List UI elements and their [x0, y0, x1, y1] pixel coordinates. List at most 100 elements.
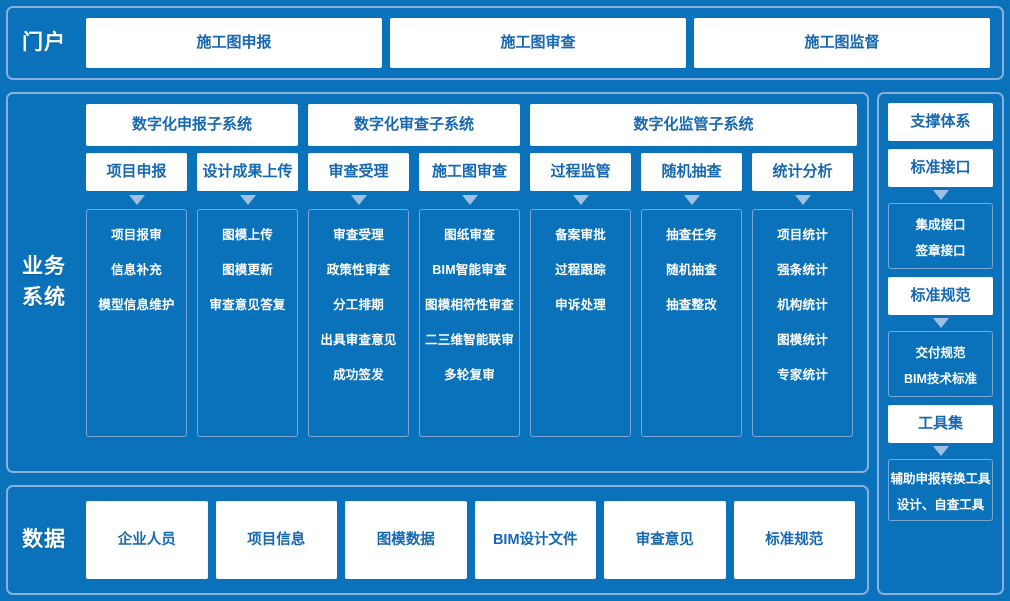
- support-head-standard-interface[interactable]: 标准接口: [888, 149, 993, 187]
- detail-item: 专家统计: [777, 368, 828, 382]
- support-head-standard-specification[interactable]: 标准规范: [888, 277, 993, 315]
- detail-item: 设计、自查工具: [896, 497, 985, 512]
- down-arrow-icon: [752, 191, 853, 209]
- data-card-standards[interactable]: 标准规范: [733, 501, 855, 579]
- detail-item: 出具审查意见: [320, 333, 397, 347]
- column-group-declaration: 项目申报 项目报审 信息补充 模型信息维护 设计成果上传 图模上传: [86, 153, 298, 437]
- detail-item: 辅助申报转换工具: [890, 471, 991, 486]
- subsystem-header-row: 数字化申报子系统 数字化审查子系统 数字化监管子系统: [86, 104, 857, 146]
- support-detail-toolset: 辅助申报转换工具 设计、自查工具: [888, 459, 993, 521]
- detail-item: 审查意见答复: [209, 298, 286, 312]
- spacer: [888, 397, 993, 405]
- detail-item: 分工排期: [333, 298, 384, 312]
- detail-box-statistical-analysis: 项目统计 强条统计 机构统计 图模统计 专家统计: [752, 209, 853, 437]
- column-head-review-acceptance[interactable]: 审查受理: [308, 153, 409, 191]
- column-random-inspection: 随机抽查 抽查任务 随机抽查 抽查整改: [641, 153, 742, 437]
- column-drawing-review: 施工图审查 图纸审查 BIM智能审查 图模相符性审查 二三维智能联审 多轮复审: [419, 153, 520, 437]
- column-head-process-supervision[interactable]: 过程监管: [530, 153, 631, 191]
- subsystem-digital-declaration[interactable]: 数字化申报子系统: [86, 104, 298, 146]
- column-head-project-declaration[interactable]: 项目申报: [86, 153, 187, 191]
- detail-box-project-declaration: 项目报审 信息补充 模型信息维护: [86, 209, 187, 437]
- detail-item: 政策性审查: [326, 263, 391, 277]
- portal-card-list: 施工图申报 施工图审查 施工图监督: [86, 18, 990, 68]
- detail-item: 机构统计: [777, 298, 828, 312]
- data-row-label: 数据: [8, 487, 80, 593]
- detail-item: 强条统计: [777, 263, 828, 277]
- data-card-review-comments[interactable]: 审查意见: [604, 501, 726, 579]
- detail-item: 图模更新: [222, 263, 273, 277]
- down-arrow-icon: [641, 191, 742, 209]
- detail-box-process-supervision: 备案审批 过程跟踪 申诉处理: [530, 209, 631, 437]
- down-arrow-icon: [419, 191, 520, 209]
- detail-item: 项目报审: [111, 228, 162, 242]
- portal-card-supervision[interactable]: 施工图监督: [694, 18, 990, 68]
- detail-item: 抽查整改: [666, 298, 717, 312]
- detail-item: 签章接口: [915, 243, 966, 258]
- detail-item: 模型信息维护: [98, 298, 175, 312]
- detail-item: 集成接口: [915, 217, 966, 232]
- detail-box-review-acceptance: 审查受理 政策性审查 分工排期 出具审查意见 成功签发: [308, 209, 409, 437]
- detail-item: 多轮复审: [444, 368, 495, 382]
- down-arrow-icon: [888, 443, 993, 459]
- down-arrow-icon: [308, 191, 409, 209]
- data-card-bim-design-files[interactable]: BIM设计文件: [474, 501, 596, 579]
- column-head-design-upload[interactable]: 设计成果上传: [197, 153, 298, 191]
- detail-item: 图模统计: [777, 333, 828, 347]
- detail-item: 信息补充: [111, 263, 162, 277]
- support-detail-standard-specification: 交付规范 BIM技术标准: [888, 331, 993, 397]
- column-process-supervision: 过程监管 备案审批 过程跟踪 申诉处理: [530, 153, 631, 437]
- down-arrow-icon: [888, 187, 993, 203]
- data-card-list: 企业人员 项目信息 图模数据 BIM设计文件 审查意见 标准规范: [86, 501, 855, 579]
- detail-item: 抽查任务: [666, 228, 717, 242]
- column-review-acceptance: 审查受理 审查受理 政策性审查 分工排期 出具审查意见 成功签发: [308, 153, 409, 437]
- detail-item: 过程跟踪: [555, 263, 606, 277]
- data-card-drawing-model-data[interactable]: 图模数据: [345, 501, 467, 579]
- detail-item: 二三维智能联审: [425, 333, 514, 347]
- subsystem-digital-review[interactable]: 数字化审查子系统: [308, 104, 520, 146]
- column-statistical-analysis: 统计分析 项目统计 强条统计 机构统计 图模统计 专家统计: [752, 153, 853, 437]
- column-group-review: 审查受理 审查受理 政策性审查 分工排期 出具审查意见 成功签发 施工图审查: [308, 153, 520, 437]
- business-system-panel: 业务 系统 数字化申报子系统 数字化审查子系统 数字化监管子系统 项目申报 项目: [6, 92, 869, 473]
- detail-item: 申诉处理: [555, 298, 606, 312]
- detail-box-drawing-review: 图纸审查 BIM智能审查 图模相符性审查 二三维智能联审 多轮复审: [419, 209, 520, 437]
- down-arrow-icon: [86, 191, 187, 209]
- support-head-toolset[interactable]: 工具集: [888, 405, 993, 443]
- column-head-drawing-review[interactable]: 施工图审查: [419, 153, 520, 191]
- business-body: 数字化申报子系统 数字化审查子系统 数字化监管子系统 项目申报 项目报审 信息补…: [86, 104, 857, 461]
- spacer: [888, 269, 993, 277]
- column-project-declaration: 项目申报 项目报审 信息补充 模型信息维护: [86, 153, 187, 437]
- data-label-text: 数据: [22, 527, 66, 551]
- column-head-random-inspection[interactable]: 随机抽查: [641, 153, 742, 191]
- business-label-line2: 系统: [22, 285, 66, 309]
- support-system-panel: 支撑体系 标准接口 集成接口 签章接口 标准规范 交付规范 BIM技术标准 工具…: [877, 92, 1004, 595]
- portal-card-review[interactable]: 施工图审查: [390, 18, 686, 68]
- detail-item: 备案审批: [555, 228, 606, 242]
- subsystem-digital-supervision[interactable]: 数字化监管子系统: [530, 104, 857, 146]
- detail-item: 项目统计: [777, 228, 828, 242]
- detail-box-design-upload: 图模上传 图模更新 审查意见答复: [197, 209, 298, 437]
- column-head-statistical-analysis[interactable]: 统计分析: [752, 153, 853, 191]
- detail-item: 交付规范: [915, 345, 966, 360]
- portal-label-text: 门户: [22, 30, 66, 54]
- detail-item: 图模上传: [222, 228, 273, 242]
- portal-panel: 门户 施工图申报 施工图审查 施工图监督: [6, 6, 1004, 80]
- spacer: [888, 141, 993, 149]
- data-card-enterprise-personnel[interactable]: 企业人员: [86, 501, 208, 579]
- detail-item: 审查受理: [333, 228, 384, 242]
- detail-item: 成功签发: [333, 368, 384, 382]
- portal-card-declaration[interactable]: 施工图申报: [86, 18, 382, 68]
- detail-item: BIM智能审查: [432, 263, 507, 277]
- detail-box-random-inspection: 抽查任务 随机抽查 抽查整改: [641, 209, 742, 437]
- business-column-area: 项目申报 项目报审 信息补充 模型信息维护 设计成果上传 图模上传: [86, 153, 857, 437]
- support-body: 支撑体系 标准接口 集成接口 签章接口 标准规范 交付规范 BIM技术标准 工具…: [888, 103, 993, 584]
- business-label-line1: 业务: [22, 255, 66, 279]
- down-arrow-icon: [197, 191, 298, 209]
- detail-item: 图纸审查: [444, 228, 495, 242]
- detail-item: 图模相符性审查: [425, 298, 514, 312]
- business-row-label: 业务 系统: [8, 94, 80, 471]
- support-title-card[interactable]: 支撑体系: [888, 103, 993, 141]
- down-arrow-icon: [888, 315, 993, 331]
- data-card-project-info[interactable]: 项目信息: [215, 501, 337, 579]
- detail-item: 随机抽查: [666, 263, 717, 277]
